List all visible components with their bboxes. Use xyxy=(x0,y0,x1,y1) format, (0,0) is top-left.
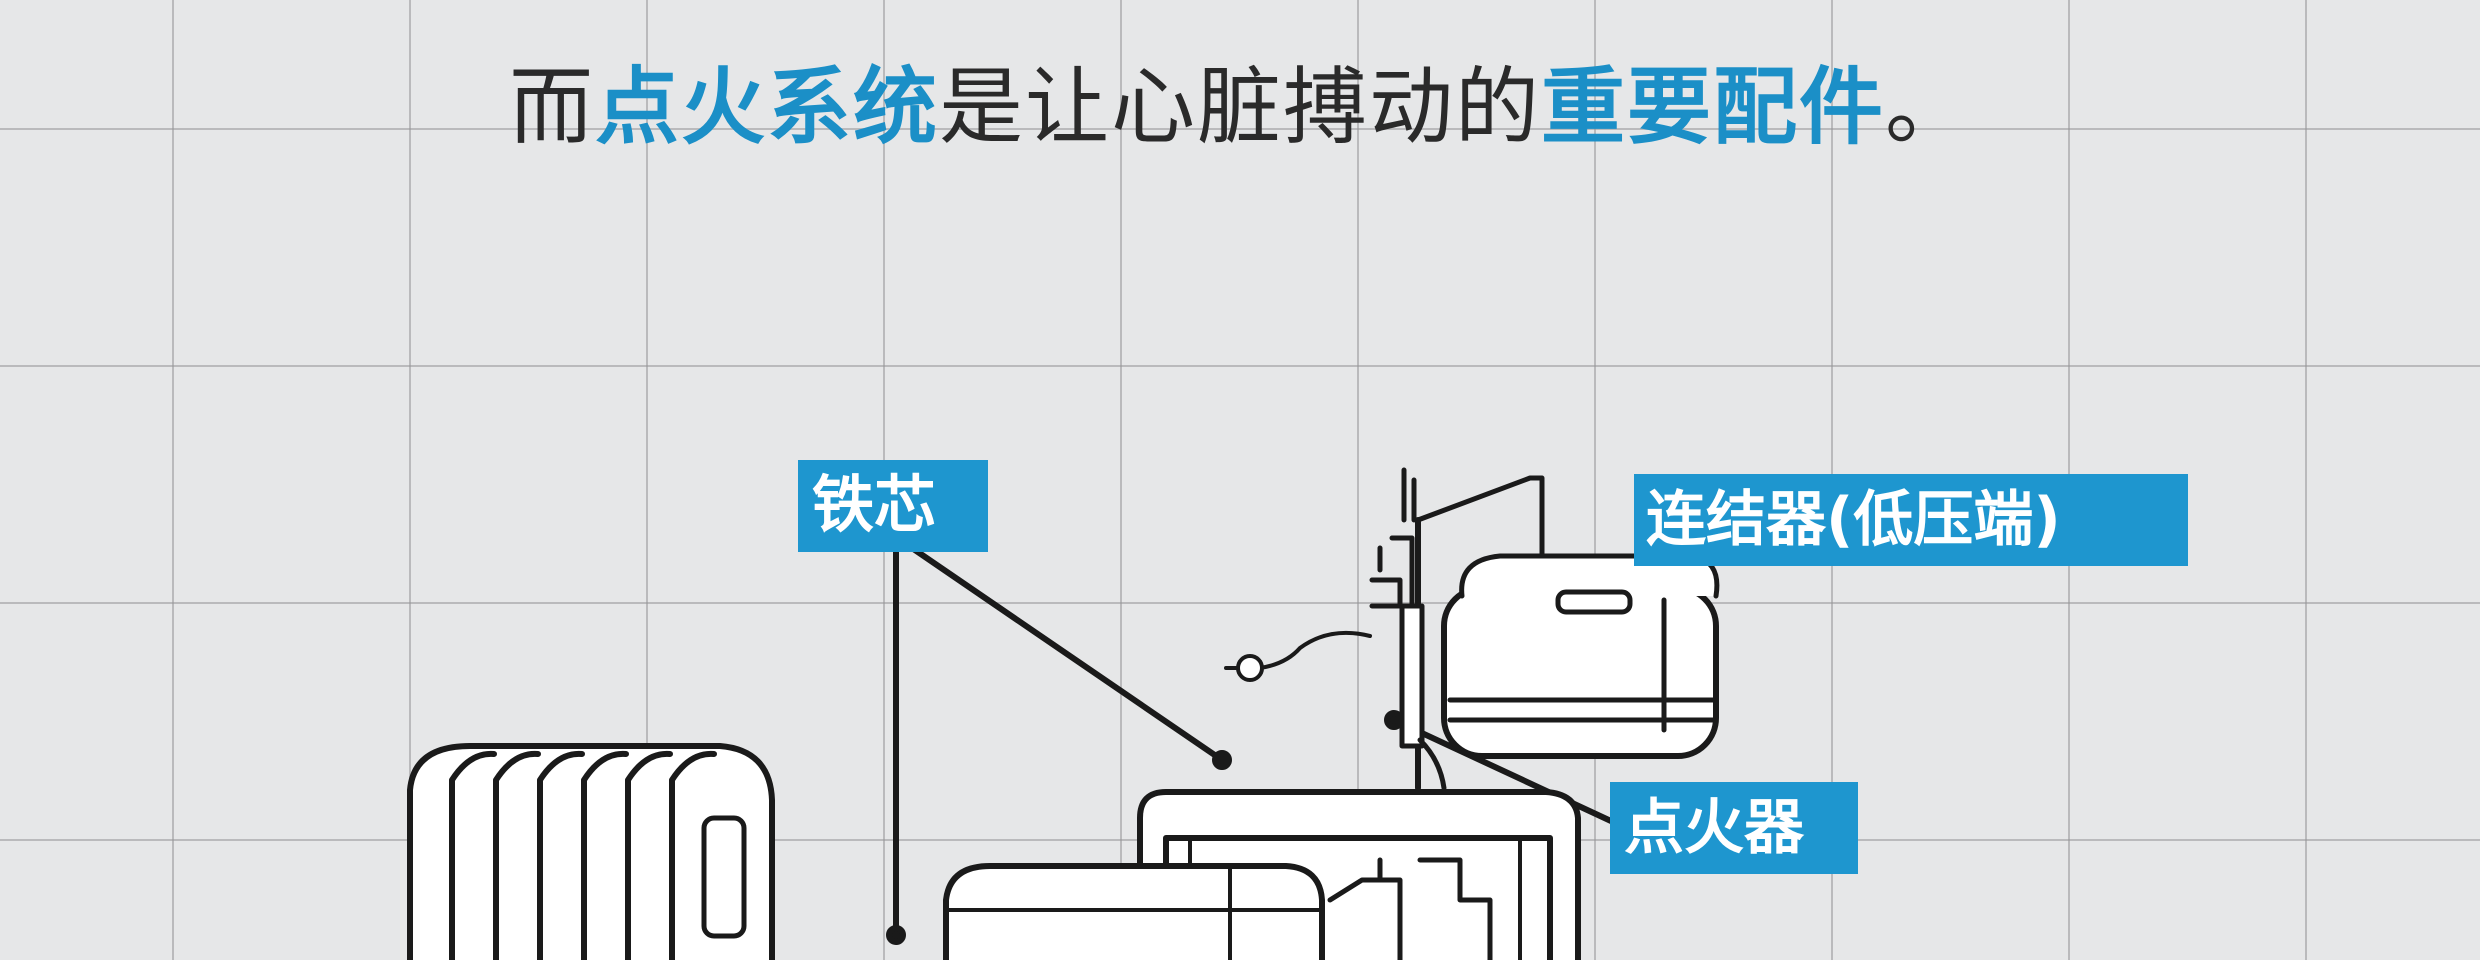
leader-dot-igniter xyxy=(1384,710,1404,730)
igniter-bracket xyxy=(1369,467,1545,791)
leader-dot-core-upper xyxy=(1212,750,1232,770)
label-core: 铁芯 xyxy=(798,460,988,552)
title-highlight-important-part: 重要配件 xyxy=(1541,58,1886,156)
label-igniter: 点火器 xyxy=(1610,782,1858,874)
title-prefix: 而 xyxy=(508,58,595,156)
ribbed-boot xyxy=(407,743,775,960)
leader-lines xyxy=(886,545,1629,945)
label-connector-low-voltage: 连结器(低压端) xyxy=(1634,474,2188,566)
leader-line-core-upper xyxy=(909,545,1225,763)
title-suffix: 。 xyxy=(1885,58,1972,156)
page-title: 而点火系统是让心脏搏动的重要配件。 xyxy=(0,52,2480,162)
title-highlight-ignition-system: 点火系统 xyxy=(594,58,939,156)
terminal-block xyxy=(1327,857,1493,960)
connector-low-voltage xyxy=(1441,553,1720,759)
coil-cylinder xyxy=(943,863,1325,960)
leader-dot-core-lower xyxy=(886,925,906,945)
wire-terminal xyxy=(1224,630,1372,682)
leader-line-igniter xyxy=(1391,717,1629,831)
title-middle: 是让心脏搏动的 xyxy=(938,58,1541,156)
